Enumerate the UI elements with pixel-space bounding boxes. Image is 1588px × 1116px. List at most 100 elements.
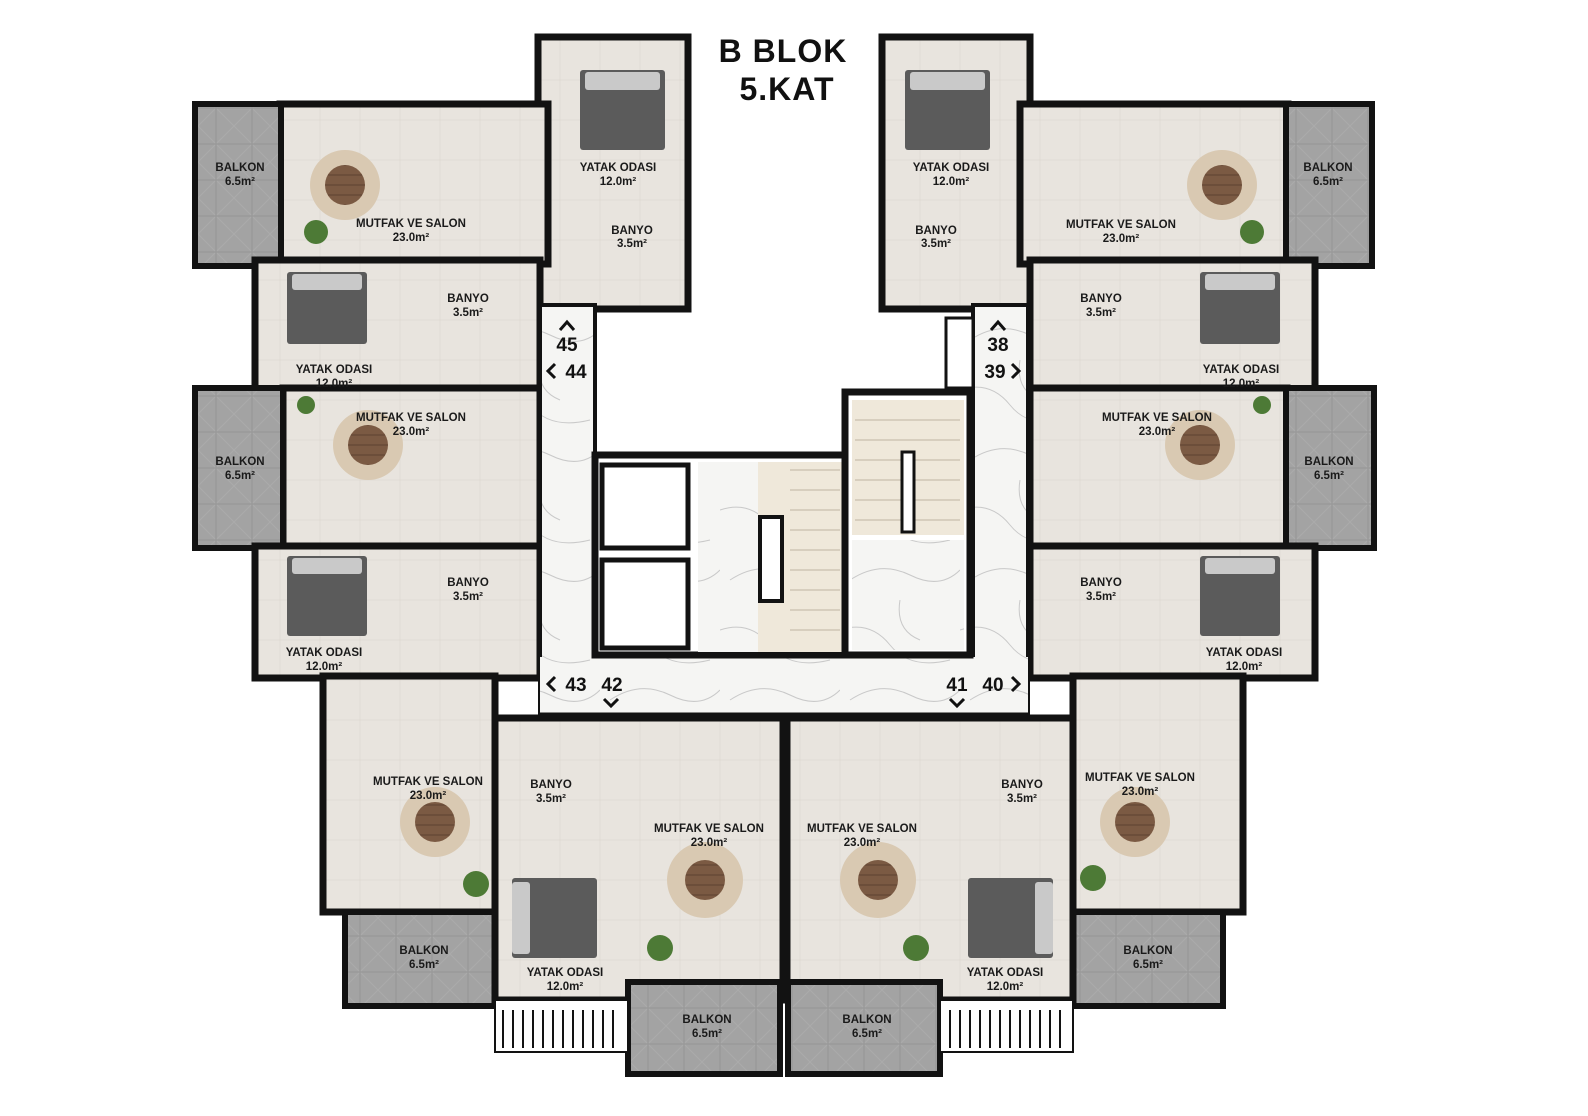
- block-title: B BLOK: [719, 33, 848, 69]
- railing-right: [949, 1010, 1061, 1048]
- living-area: 23.0m²: [844, 837, 881, 849]
- unit-42: [491, 714, 787, 1077]
- balcony-area: 6.5m²: [1313, 176, 1343, 188]
- bathroom-area: 3.5m²: [453, 307, 483, 319]
- balcony-label: BALKON: [682, 1014, 731, 1026]
- bathroom-area: 3.5m²: [921, 238, 951, 250]
- bedroom-area: 12.0m²: [600, 176, 637, 188]
- living-area: 23.0m²: [691, 837, 728, 849]
- unit-41: [783, 714, 1077, 1077]
- unit-number-39: 39: [984, 362, 1005, 383]
- plant-icon: [1240, 220, 1264, 244]
- bedroom-label: YATAK ODASI: [286, 647, 362, 659]
- bathroom-area: 3.5m²: [536, 793, 566, 805]
- living-label: MUTFAK VE SALON: [1066, 219, 1176, 231]
- bathroom-area: 3.5m²: [453, 591, 483, 603]
- bathroom-label: BANYO: [915, 225, 957, 237]
- balcony-area: 6.5m²: [1314, 470, 1344, 482]
- balcony-label: BALKON: [1304, 456, 1353, 468]
- balcony-area: 6.5m²: [409, 959, 439, 971]
- arrow-up-icon: [558, 319, 576, 331]
- unit-number-45: 45: [556, 335, 578, 356]
- bedroom-area: 12.0m²: [933, 176, 970, 188]
- arrow-right-icon: [1010, 675, 1022, 693]
- arrow-down-icon: [602, 697, 620, 709]
- living-area: 23.0m²: [1139, 426, 1176, 438]
- bed-icon: [1200, 272, 1280, 344]
- arrow-down-icon: [948, 697, 966, 709]
- balcony-label: BALKON: [1123, 945, 1172, 957]
- bed-icon: [287, 556, 367, 636]
- bathroom-label: BANYO: [611, 225, 653, 237]
- living-area: 23.0m²: [393, 426, 430, 438]
- stairwell: [591, 316, 975, 659]
- unit-number-44: 44: [565, 362, 587, 383]
- bedroom-label: YATAK ODASI: [967, 967, 1043, 979]
- plant-icon: [903, 935, 929, 961]
- balcony-area: 6.5m²: [852, 1028, 882, 1040]
- bathroom-area: 3.5m²: [617, 238, 647, 250]
- bedroom-label: YATAK ODASI: [1203, 364, 1279, 376]
- bathroom-label: BANYO: [447, 293, 489, 305]
- living-label: MUTFAK VE SALON: [356, 412, 466, 424]
- living-area: 23.0m²: [1103, 233, 1140, 245]
- living-label: MUTFAK VE SALON: [373, 776, 483, 788]
- arrow-left-icon: [545, 675, 557, 693]
- living-label: MUTFAK VE SALON: [1102, 412, 1212, 424]
- unit-number-42: 42: [601, 675, 622, 696]
- balcony-area: 6.5m²: [1133, 959, 1163, 971]
- bedroom-area: 12.0m²: [987, 981, 1024, 993]
- bathroom-area: 3.5m²: [1086, 591, 1116, 603]
- balcony-area: 6.5m²: [692, 1028, 722, 1040]
- plant-icon: [647, 935, 673, 961]
- balcony-label: BALKON: [215, 456, 264, 468]
- living-area: 23.0m²: [410, 790, 447, 802]
- bedroom-label: YATAK ODASI: [527, 967, 603, 979]
- living-label: MUTFAK VE SALON: [807, 823, 917, 835]
- plant-icon: [463, 871, 489, 897]
- bathroom-area: 3.5m²: [1086, 307, 1116, 319]
- bedroom-area: 12.0m²: [1226, 661, 1263, 673]
- unit-number-40: 40: [982, 675, 1003, 696]
- furniture: [287, 70, 1280, 961]
- arrow-right-icon: [1010, 362, 1022, 380]
- bedroom-label: YATAK ODASI: [580, 162, 656, 174]
- balcony-area: 6.5m²: [225, 176, 255, 188]
- balcony-label: BALKON: [215, 162, 264, 174]
- bathroom-label: BANYO: [530, 779, 572, 791]
- bed-icon: [905, 70, 990, 150]
- bed-icon: [512, 878, 597, 958]
- bed-icon: [580, 70, 665, 150]
- railing-left: [502, 1010, 614, 1048]
- bathroom-label: BANYO: [1080, 293, 1122, 305]
- unit-number-43: 43: [565, 675, 586, 696]
- bedroom-label: YATAK ODASI: [1206, 647, 1282, 659]
- arrow-left-icon: [545, 362, 557, 380]
- balcony-label: BALKON: [399, 945, 448, 957]
- bedroom-area: 12.0m²: [1223, 378, 1260, 390]
- plant-icon: [297, 396, 315, 414]
- living-label: MUTFAK VE SALON: [356, 218, 466, 230]
- living-area: 23.0m²: [1122, 786, 1159, 798]
- unit-number-38: 38: [987, 335, 1008, 356]
- bathroom-label: BANYO: [447, 577, 489, 589]
- bed-icon: [1200, 556, 1280, 636]
- bedroom-area: 12.0m²: [306, 661, 343, 673]
- living-area: 23.0m²: [393, 232, 430, 244]
- arrow-up-icon: [989, 319, 1007, 331]
- plant-icon: [1253, 396, 1271, 414]
- bathroom-label: BANYO: [1080, 577, 1122, 589]
- plant-icon: [1080, 865, 1106, 891]
- balcony-label: BALKON: [842, 1014, 891, 1026]
- living-label: MUTFAK VE SALON: [1085, 772, 1195, 784]
- bed-icon: [968, 878, 1053, 958]
- bed-icon: [287, 272, 367, 344]
- plant-icon: [304, 220, 328, 244]
- balcony-label: BALKON: [1303, 162, 1352, 174]
- bathroom-area: 3.5m²: [1007, 793, 1037, 805]
- bedroom-area: 12.0m²: [316, 378, 353, 390]
- living-label: MUTFAK VE SALON: [654, 823, 764, 835]
- balcony-area: 6.5m²: [225, 470, 255, 482]
- bedroom-area: 12.0m²: [547, 981, 584, 993]
